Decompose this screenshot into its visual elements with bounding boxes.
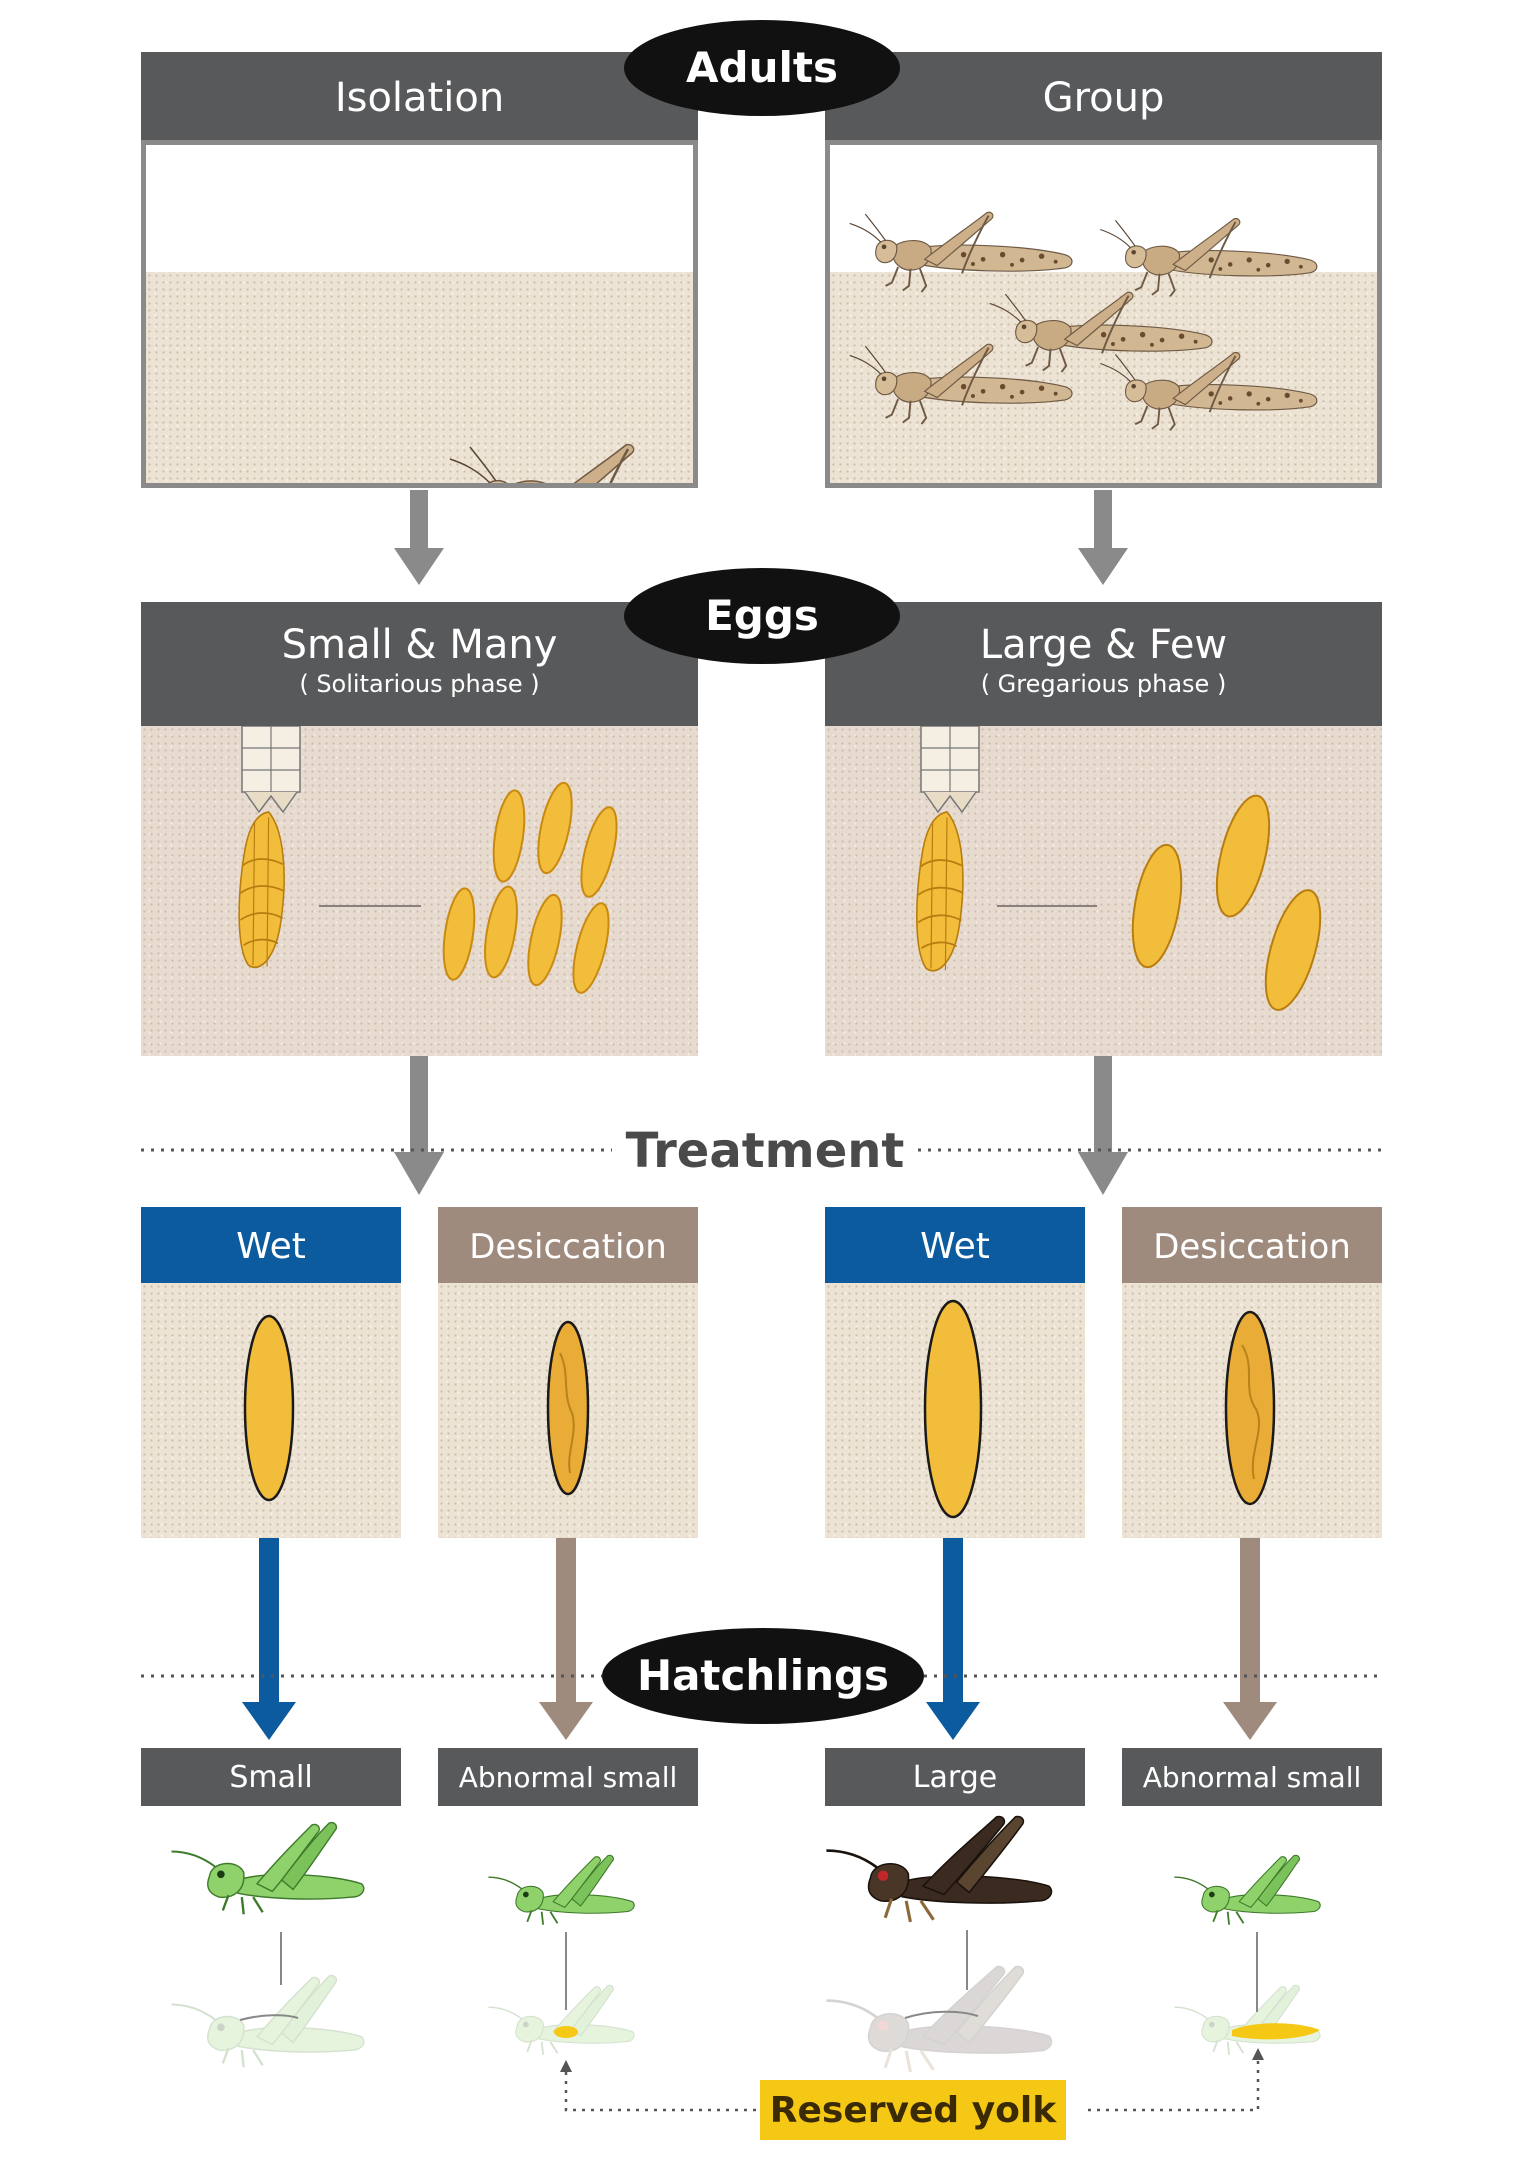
reserved-yolk-text: Reserved yolk	[769, 2090, 1057, 2131]
large-shriveled-egg-icon	[1224, 1310, 1276, 1506]
abnormal-small-left-label: Abnormal small	[458, 1761, 678, 1794]
hatchlings-badge-text: Hatchlings	[636, 1651, 890, 1700]
isolation-label: Isolation	[334, 75, 505, 121]
hatchlings-badge: Hatchlings	[602, 1628, 924, 1724]
small-many-title: Small & Many	[281, 622, 558, 668]
isolation-cage	[141, 140, 698, 488]
small-result-label: Small	[229, 1760, 313, 1795]
adults-badge-text: Adults	[686, 43, 838, 92]
treatment-label: Treatment	[612, 1118, 918, 1184]
large-result-label: Large	[912, 1760, 998, 1795]
small-result-header: Small	[141, 1748, 401, 1806]
abnormal-small-left-header: Abnormal small	[438, 1748, 698, 1806]
isolation-header: Isolation	[141, 52, 698, 140]
group-label: Group	[1042, 75, 1165, 121]
right-wet-label: Wet	[920, 1226, 990, 1267]
shriveled-egg-icon	[546, 1320, 590, 1496]
adults-badge: Adults	[624, 20, 900, 116]
large-eggs-icon	[915, 726, 1322, 1011]
small-many-sub: ( Solitarious phase )	[299, 670, 540, 698]
large-result-header: Large	[825, 1748, 1085, 1806]
hatchling-icon	[170, 1821, 365, 2069]
abnormal-small-right-label: Abnormal small	[1142, 1761, 1362, 1794]
isolation-locust-icon	[448, 443, 693, 483]
egg-icon	[243, 1314, 295, 1502]
left-wet-panel	[141, 1283, 401, 1538]
left-desiccation-label: Desiccation	[469, 1227, 667, 1267]
isolation-sand	[146, 272, 693, 483]
small-eggs-panel	[141, 726, 698, 1056]
right-desiccation-panel	[1122, 1283, 1382, 1538]
left-desiccation-header: Desiccation	[438, 1207, 698, 1283]
treatment-label-text: Treatment	[625, 1123, 905, 1179]
large-few-sub: ( Gregarious phase )	[980, 670, 1227, 698]
eggs-badge: Eggs	[624, 568, 900, 664]
small-many-header: Small & Many ( Solitarious phase )	[141, 602, 698, 726]
abnormal-small-right-header: Abnormal small	[1122, 1748, 1382, 1806]
large-few-header: Large & Few ( Gregarious phase )	[825, 602, 1382, 726]
large-few-title: Large & Few	[979, 622, 1228, 668]
left-desiccation-panel	[438, 1283, 698, 1538]
group-cage	[825, 140, 1382, 488]
right-wet-header: Wet	[825, 1207, 1085, 1283]
right-desiccation-label: Desiccation	[1153, 1227, 1351, 1267]
group-locusts-icon	[848, 211, 1318, 432]
left-wet-header: Wet	[141, 1207, 401, 1283]
group-header: Group	[825, 52, 1382, 140]
egg-pod-icon	[915, 811, 964, 972]
small-eggs-icon	[238, 726, 625, 998]
large-eggs-panel	[825, 726, 1382, 1056]
large-egg-icon	[923, 1299, 983, 1519]
reserved-yolk-label: Reserved yolk	[760, 2080, 1066, 2140]
right-desiccation-header: Desiccation	[1122, 1207, 1382, 1283]
left-wet-label: Wet	[236, 1226, 306, 1267]
right-wet-panel	[825, 1283, 1085, 1538]
egg-pod-icon	[238, 811, 286, 969]
eggs-badge-text: Eggs	[705, 591, 819, 640]
